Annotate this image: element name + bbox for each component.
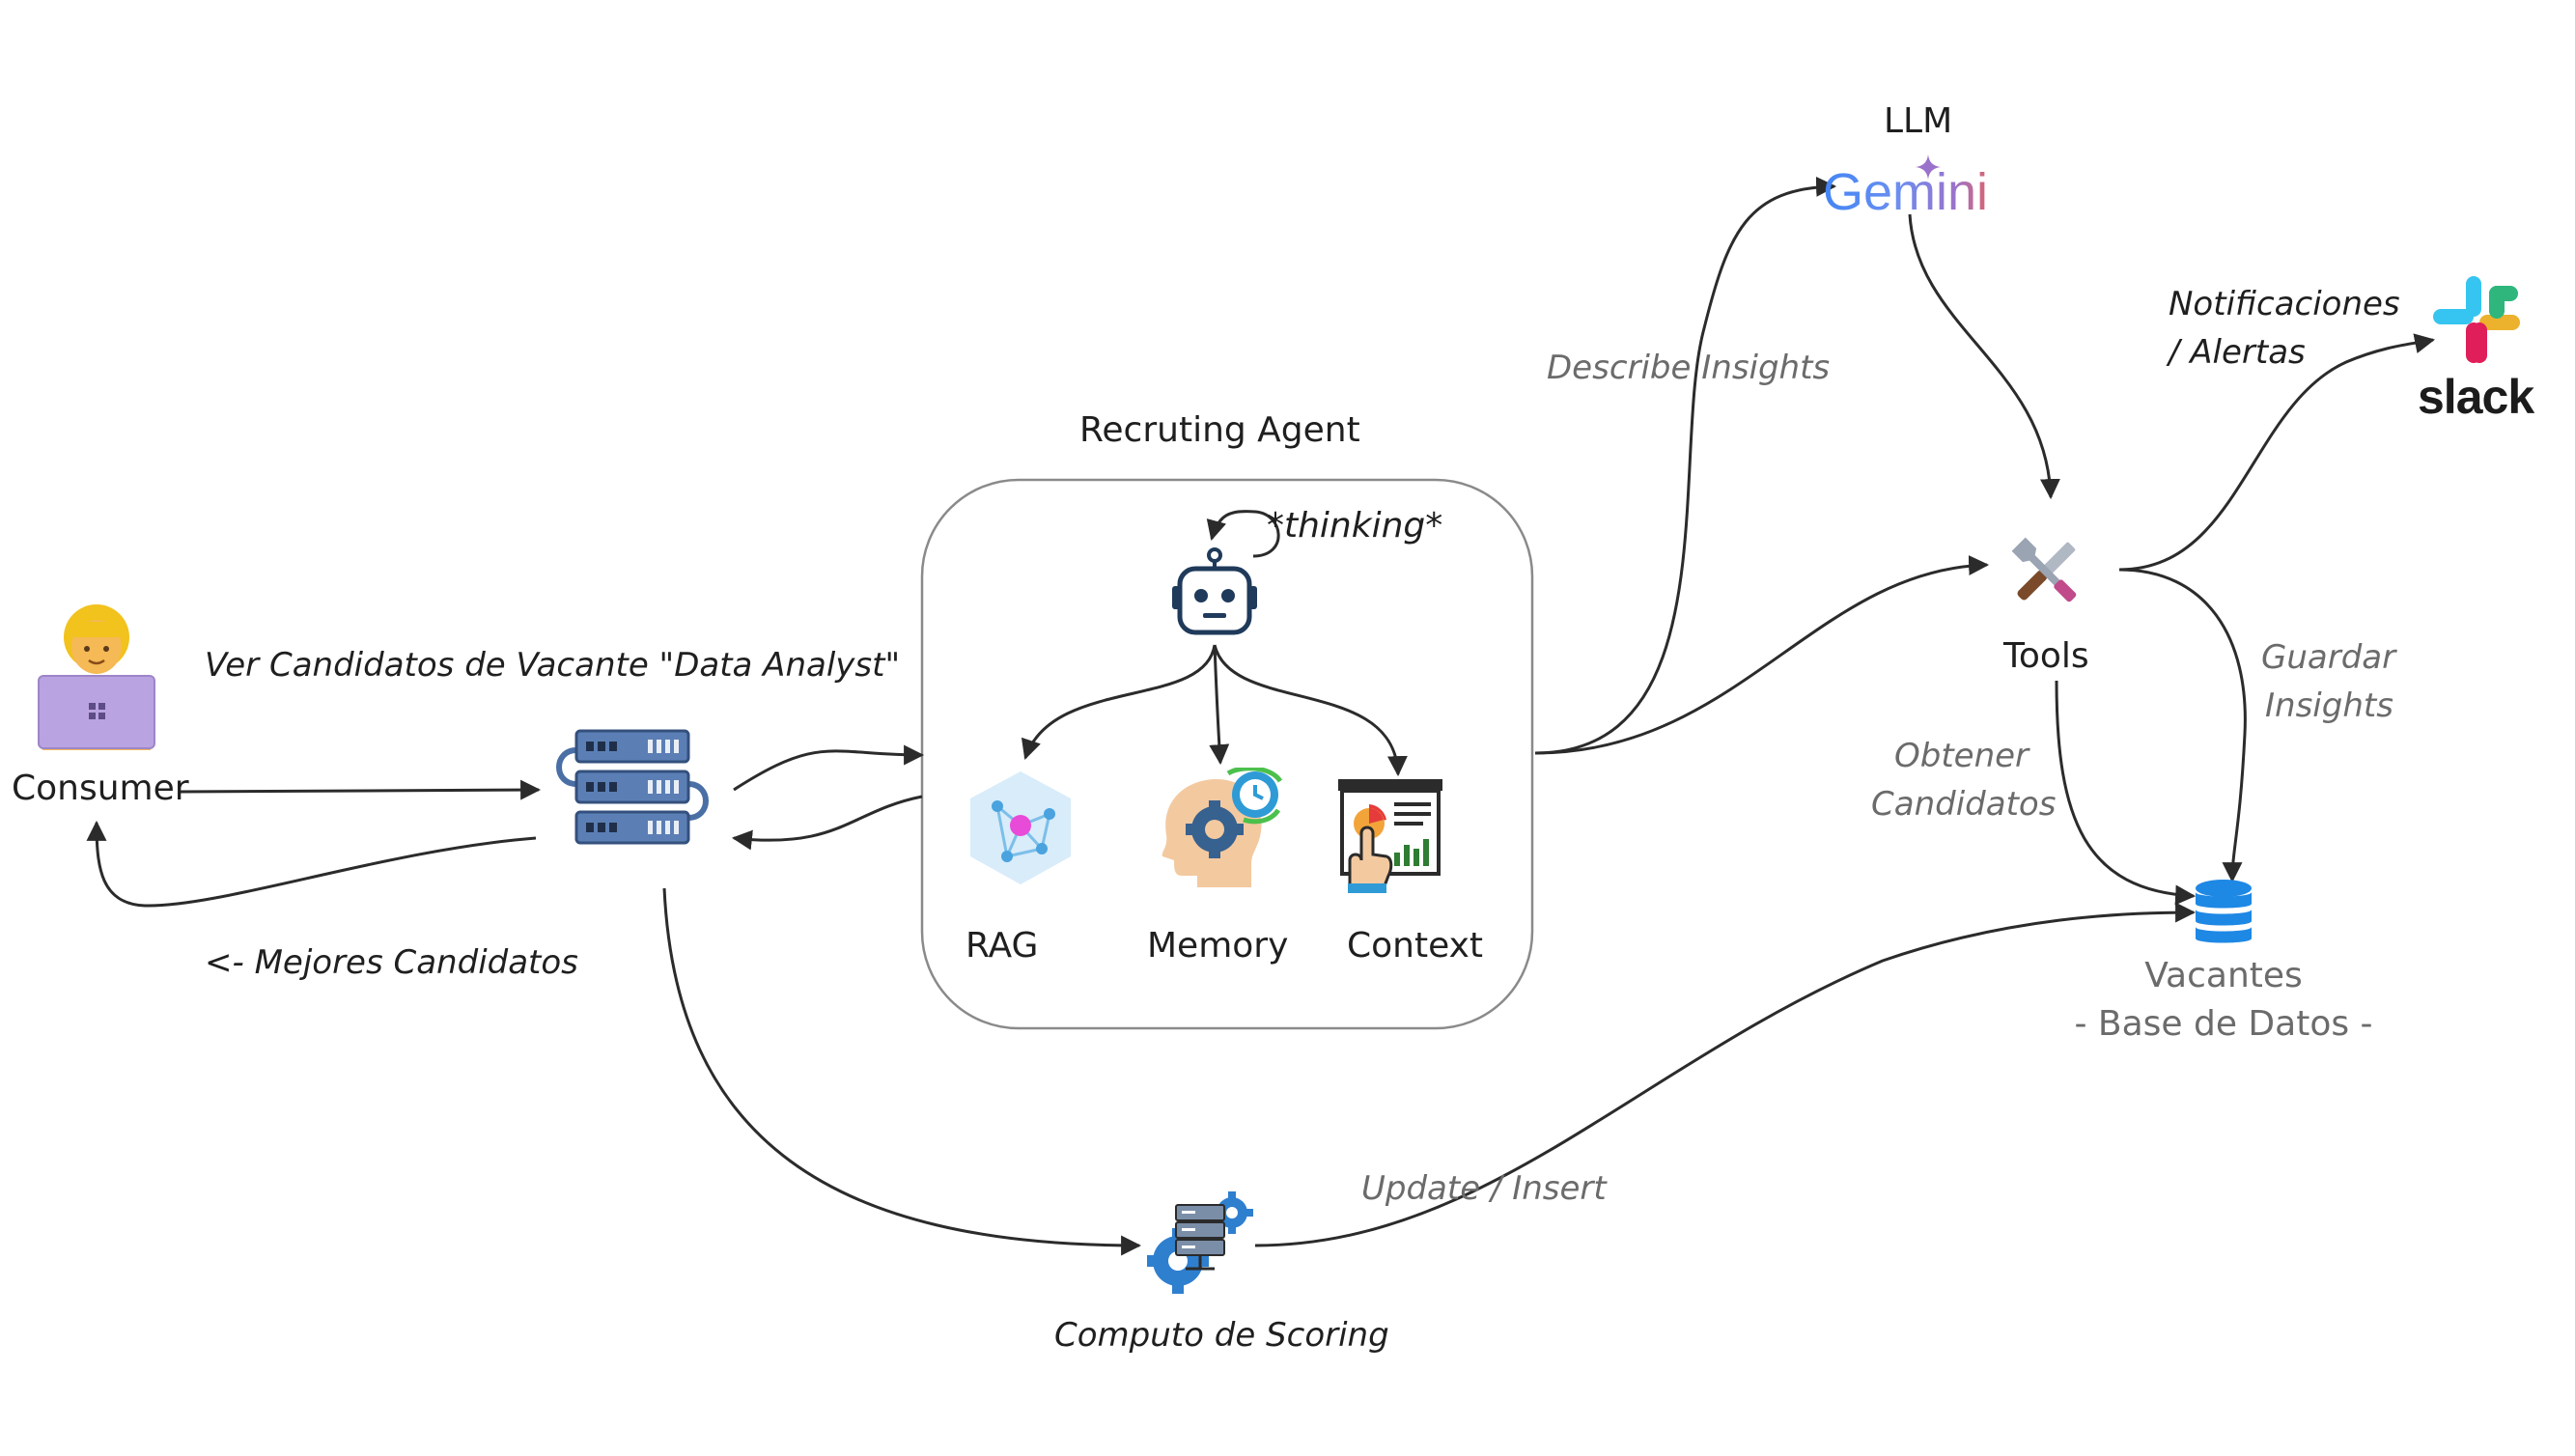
save-insights-label-line2: Insights <box>2265 686 2393 725</box>
user-laptop-icon <box>38 604 155 750</box>
edge-robot-to-memory <box>1209 644 1230 766</box>
edge-robot-to-context <box>1213 644 1408 777</box>
edge-consumer-to-server <box>178 779 542 800</box>
edge-agent-to-server <box>731 795 923 851</box>
edge-tools-to-db-obtain <box>2055 680 2197 906</box>
memory-label: Memory <box>1147 926 1289 966</box>
save-insights-label-line1: Guardar <box>2261 638 2396 677</box>
edge-scoring-to-db <box>1254 902 2197 1247</box>
consumer-label: Consumer <box>12 769 189 808</box>
database-icon <box>2196 880 2252 943</box>
tools-icon <box>2011 537 2077 602</box>
update-insert-label: Update / Insert <box>1361 1169 1607 1208</box>
rag-label: RAG <box>966 926 1039 966</box>
gemini-logo-text: Gemini <box>1823 160 1988 226</box>
edge-agent-to-tools <box>1534 555 1990 755</box>
edge-server-to-consumer <box>86 820 537 908</box>
scoring-label: Computo de Scoring <box>1054 1316 1389 1355</box>
edge-server-to-agent <box>733 744 925 792</box>
memory-head-icon <box>1162 768 1283 887</box>
tools-label: Tools <box>2003 636 2089 676</box>
best-candidates-edge-label: <- Mejores Candidatos <box>205 943 578 982</box>
server-icon <box>556 729 709 845</box>
slack-wordmark: slack <box>2418 370 2534 424</box>
slack-logo-icon <box>2433 276 2520 363</box>
context-label: Context <box>1347 926 1484 966</box>
edge-agent-to-llm <box>1534 176 1837 755</box>
context-presentation-icon <box>1338 779 1442 893</box>
query-edge-label: Ver Candidatos de Vacante "Data Analyst" <box>205 646 901 685</box>
llm-title: LLM <box>1884 101 1953 141</box>
database-subtitle: - Base de Datos - <box>2074 1004 2373 1044</box>
robot-icon <box>1172 547 1257 635</box>
scoring-server-gear-icon <box>1147 1191 1253 1294</box>
edge-llm-to-tools <box>1908 213 2060 500</box>
obtain-candidates-label-line1: Obtener <box>1894 737 2029 775</box>
obtain-candidates-label-line2: Candidatos <box>1871 785 2057 824</box>
rag-network-icon <box>970 771 1071 884</box>
database-title: Vacantes <box>2144 956 2303 995</box>
describe-insights-label: Describe Insights <box>1547 349 1831 387</box>
edge-server-to-scoring <box>662 887 1142 1256</box>
notifications-label-line2: / Alertas <box>2169 333 2306 372</box>
agent-title: Recruting Agent <box>1079 410 1360 450</box>
gemini-sparkle-icon <box>1916 154 1941 180</box>
edge-tools-to-slack <box>2118 333 2436 572</box>
edge-robot-to-rag <box>1021 644 1217 760</box>
thinking-label: *thinking* <box>1267 506 1443 546</box>
gemini-wordmark: Gemini <box>1823 160 1988 226</box>
notifications-label-line1: Notificaciones <box>2169 285 2400 323</box>
edge-thinking-loop <box>1206 510 1280 558</box>
edge-tools-to-db-save <box>2118 568 2247 883</box>
